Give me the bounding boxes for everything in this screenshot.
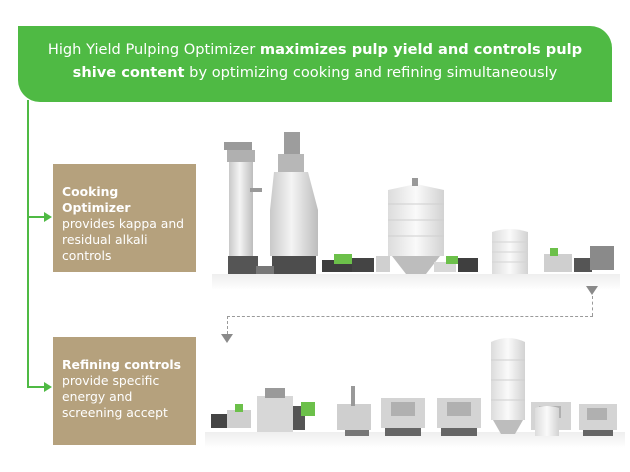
arrow-cooking-icon	[44, 212, 52, 222]
cleaner-unit-icon	[579, 404, 617, 436]
flow-dash-right	[592, 296, 593, 316]
cooking-floor	[212, 274, 620, 290]
feed-pumps-icon	[211, 404, 251, 428]
connector-refining	[27, 386, 45, 388]
cooking-title: Cooking Optimizer	[62, 184, 131, 215]
refiner-2-icon	[381, 398, 425, 436]
arrow-refining-icon	[44, 382, 52, 392]
flow-down-arrow-icon	[586, 286, 598, 295]
flow-down-arrow-2-icon	[221, 334, 233, 343]
headline-part2: by optimizing cooking and refining simul…	[184, 64, 558, 81]
cooking-equipment-illustration	[224, 132, 614, 274]
cooking-optimizer-box: Cooking Optimizer provides kappa and res…	[53, 164, 196, 272]
digester-tower-icon	[256, 132, 318, 274]
refining-line-2: energy and	[62, 389, 133, 404]
flow-dash-left	[227, 316, 228, 334]
impregnation-vessel-icon	[224, 142, 262, 274]
connector-vertical	[27, 100, 29, 387]
headline-part1: High Yield Pulping Optimizer	[47, 41, 260, 58]
pump-group-2-icon	[434, 256, 478, 272]
refining-line-3: screening accept	[62, 405, 168, 420]
refining-line-1: provide specific	[62, 373, 160, 388]
screen-equipment-icon	[544, 246, 614, 272]
storage-tank-icon	[492, 229, 528, 274]
headline-bold: maximizes pulp yield and controls pulp s…	[72, 41, 583, 81]
pump-group-1-icon	[322, 254, 390, 272]
refining-controls-box: Refining controls provide specific energ…	[53, 337, 196, 445]
cooking-line-2: residual alkali	[62, 232, 148, 247]
refining-title: Refining controls	[62, 357, 182, 372]
refiner-3-icon	[437, 398, 481, 436]
flow-dash-horizontal	[227, 316, 593, 317]
refining-floor	[205, 432, 625, 448]
blow-tank-icon	[388, 178, 444, 274]
press-unit-icon	[257, 388, 315, 432]
cooking-line-1: provides kappa and	[62, 216, 185, 231]
cooking-line-3: controls	[62, 248, 112, 263]
headline-banner: High Yield Pulping Optimizer maximizes p…	[18, 26, 612, 102]
chest-tank-icon	[535, 406, 559, 436]
connector-cooking	[27, 216, 45, 218]
latency-tower-icon	[491, 338, 525, 434]
refining-equipment-illustration	[211, 338, 617, 436]
refiner-1-icon	[337, 386, 371, 436]
